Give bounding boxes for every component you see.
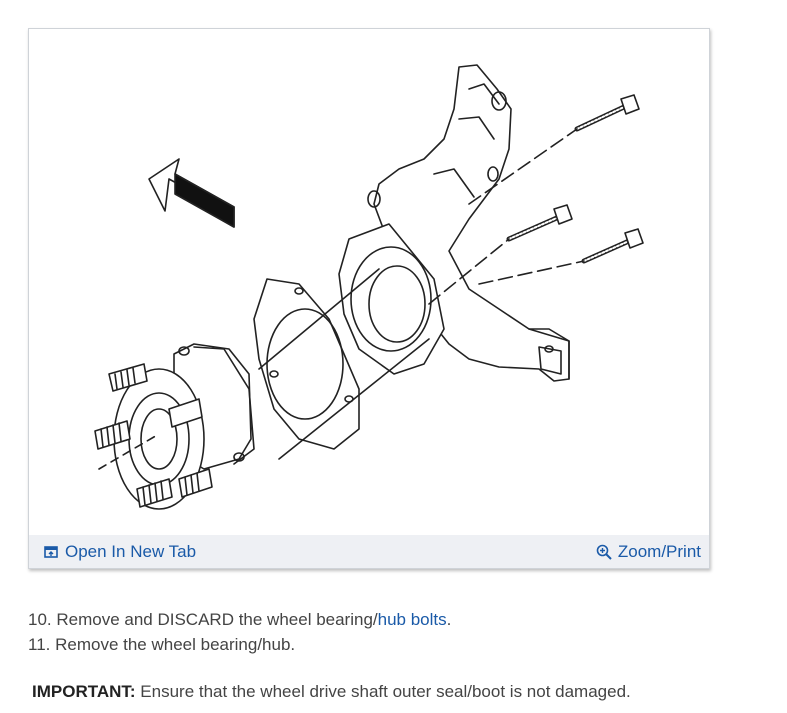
hub-bolts-link[interactable]: hub bolts <box>377 610 447 629</box>
open-tab-icon <box>44 546 58 558</box>
important-text: Ensure that the wheel drive shaft outer … <box>135 682 631 701</box>
procedure-steps: 10. Remove and DISCARD the wheel bearing… <box>28 607 451 657</box>
hub-bolts <box>506 94 644 264</box>
adapter-plate <box>253 278 360 450</box>
wheel-hub-bearing <box>94 343 255 510</box>
figure-card: Open In New Tab Zoom/Print <box>28 28 710 569</box>
step-10: 10. Remove and DISCARD the wheel bearing… <box>28 607 451 632</box>
zoom-print-label: Zoom/Print <box>617 542 701 561</box>
wheel-studs <box>94 363 213 508</box>
important-note: IMPORTANT: Ensure that the wheel drive s… <box>32 682 631 702</box>
step-10-text: 10. Remove and DISCARD the wheel bearing… <box>28 610 378 629</box>
figure-toolbar: Open In New Tab Zoom/Print <box>29 535 709 568</box>
open-in-new-tab-link[interactable]: Open In New Tab <box>43 542 196 562</box>
wheel-hub-exploded-diagram <box>94 64 644 510</box>
important-label: IMPORTANT: <box>32 682 136 701</box>
zoom-icon <box>596 544 612 560</box>
steering-knuckle <box>338 64 570 382</box>
direction-arrow-icon <box>148 158 235 228</box>
zoom-print-link[interactable]: Zoom/Print <box>596 542 701 562</box>
open-in-new-tab-label: Open In New Tab <box>65 542 197 561</box>
step-11: 11. Remove the wheel bearing/hub. <box>28 635 296 654</box>
step-10-suffix: . <box>446 610 452 629</box>
